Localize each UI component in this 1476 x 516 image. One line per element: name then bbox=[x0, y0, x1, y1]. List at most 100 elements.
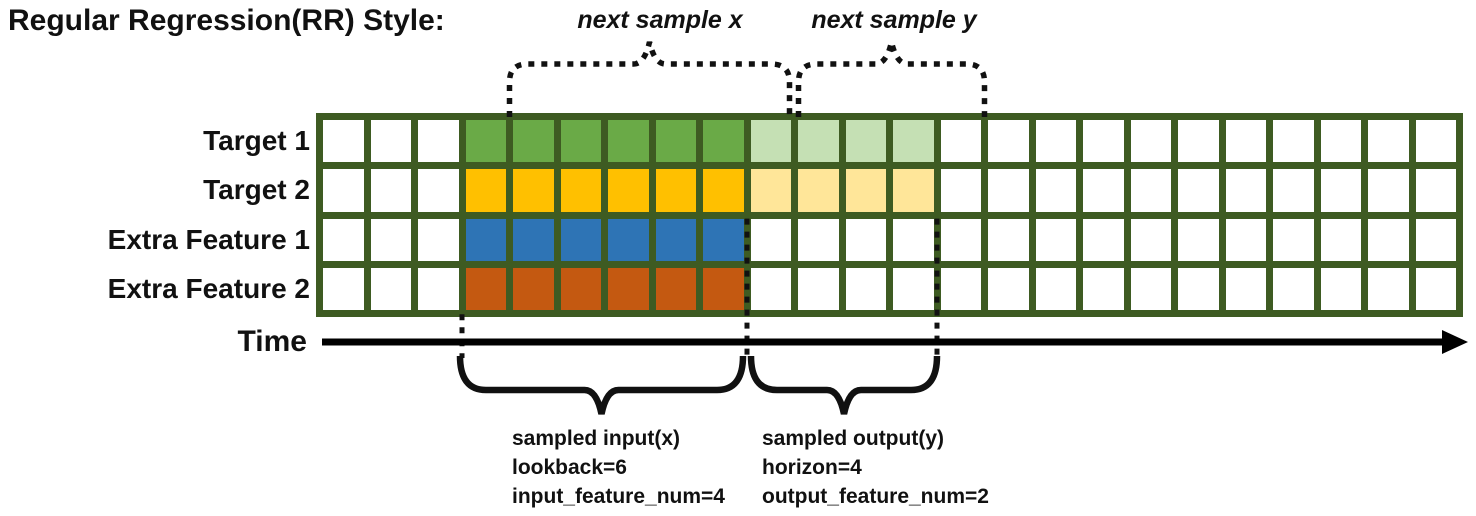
grid-cell bbox=[703, 267, 744, 311]
sampled-input-brace bbox=[456, 355, 747, 415]
grid-cell bbox=[465, 218, 506, 261]
caption-line: output_feature_num=2 bbox=[762, 485, 989, 508]
grid-cell bbox=[1225, 120, 1266, 163]
grid-cell bbox=[988, 218, 1029, 261]
grid-cell bbox=[1415, 120, 1456, 163]
grid-cell bbox=[940, 169, 981, 212]
grid-cell bbox=[1368, 267, 1409, 311]
grid-cell bbox=[703, 169, 744, 212]
row-label: Extra Feature 2 bbox=[107, 272, 310, 304]
grid-cell bbox=[1130, 169, 1171, 212]
grid-cell bbox=[560, 120, 601, 163]
grid-cell bbox=[1178, 169, 1219, 212]
grid-cell bbox=[845, 267, 886, 311]
grid-cell bbox=[465, 120, 506, 163]
grid-cell bbox=[988, 169, 1029, 212]
grid-cell bbox=[655, 218, 696, 261]
grid-cell bbox=[1320, 169, 1361, 212]
grid-cell bbox=[655, 267, 696, 311]
grid-cell bbox=[893, 267, 934, 311]
grid-cell bbox=[750, 120, 791, 163]
grid-cell bbox=[1273, 169, 1314, 212]
grid-cell bbox=[798, 218, 839, 261]
grid-cell bbox=[1225, 267, 1266, 311]
grid-cell bbox=[513, 267, 554, 311]
grid-cell bbox=[323, 120, 364, 163]
grid-cell bbox=[1368, 218, 1409, 261]
grid-cell bbox=[608, 267, 649, 311]
grid-cell bbox=[465, 267, 506, 311]
grid-cell bbox=[655, 169, 696, 212]
grid-cell bbox=[1415, 218, 1456, 261]
grid-cell bbox=[560, 267, 601, 311]
grid-cell bbox=[1178, 218, 1219, 261]
grid-cell bbox=[513, 120, 554, 163]
grid-cell bbox=[560, 218, 601, 261]
grid-cell bbox=[893, 169, 934, 212]
grid-cell bbox=[798, 267, 839, 311]
time-axis-label: Time bbox=[237, 325, 307, 358]
grid-cell bbox=[1083, 218, 1124, 261]
grid-cell bbox=[845, 120, 886, 163]
caption-line: lookback=6 bbox=[512, 456, 627, 479]
grid-cell bbox=[1273, 120, 1314, 163]
grid-cell bbox=[1035, 218, 1076, 261]
next-sample-x-label: next sample x bbox=[577, 6, 743, 34]
grid-cell bbox=[1225, 218, 1266, 261]
grid-cell bbox=[940, 218, 981, 261]
grid-cell bbox=[750, 267, 791, 311]
timeseries-grid bbox=[316, 113, 1463, 318]
time-arrow-head bbox=[1442, 330, 1468, 354]
grid-cell bbox=[370, 218, 411, 261]
grid-cell bbox=[940, 120, 981, 163]
grid-cell bbox=[1178, 267, 1219, 311]
grid-cell bbox=[1083, 120, 1124, 163]
grid-cell bbox=[1320, 120, 1361, 163]
grid-cell bbox=[798, 120, 839, 163]
caption-line: sampled input(x) bbox=[512, 427, 681, 450]
grid-cell bbox=[1130, 120, 1171, 163]
grid-cell bbox=[418, 267, 459, 311]
next-sample-x-brace bbox=[506, 41, 793, 117]
grid-cell bbox=[893, 218, 934, 261]
grid-cell bbox=[513, 218, 554, 261]
grid-cell bbox=[1035, 169, 1076, 212]
grid-cell bbox=[323, 218, 364, 261]
row-label: Target 1 bbox=[203, 125, 310, 156]
grid-cell bbox=[1178, 120, 1219, 163]
grid-cell bbox=[655, 120, 696, 163]
grid-cell bbox=[750, 218, 791, 261]
grid-cell bbox=[1273, 218, 1314, 261]
caption-line: input_feature_num=4 bbox=[512, 485, 725, 508]
next-sample-y-brace bbox=[795, 41, 988, 117]
grid-cell bbox=[1035, 267, 1076, 311]
grid-cell bbox=[323, 267, 364, 311]
grid-cell bbox=[418, 169, 459, 212]
caption-line: horizon=4 bbox=[762, 456, 862, 479]
grid-cell bbox=[1035, 120, 1076, 163]
grid-cell bbox=[418, 120, 459, 163]
grid-cell bbox=[703, 120, 744, 163]
sampled-output-brace bbox=[747, 355, 941, 415]
grid-cell bbox=[703, 218, 744, 261]
grid-cell bbox=[560, 169, 601, 212]
grid-cell bbox=[940, 267, 981, 311]
grid-cell bbox=[1273, 267, 1314, 311]
grid-cell bbox=[845, 169, 886, 212]
grid-cell bbox=[750, 169, 791, 212]
grid-cell bbox=[1415, 267, 1456, 311]
grid-cell bbox=[608, 120, 649, 163]
grid-cell bbox=[1130, 218, 1171, 261]
grid-cell bbox=[1083, 169, 1124, 212]
grid-cell bbox=[1320, 218, 1361, 261]
grid-cell bbox=[465, 169, 506, 212]
row-label: Extra Feature 1 bbox=[107, 223, 310, 255]
grid-cell bbox=[1083, 267, 1124, 311]
grid-cell bbox=[1225, 169, 1266, 212]
grid-cell bbox=[608, 218, 649, 261]
grid-cell bbox=[370, 267, 411, 311]
grid-cell bbox=[418, 218, 459, 261]
grid-cell bbox=[370, 169, 411, 212]
grid-cell bbox=[798, 169, 839, 212]
